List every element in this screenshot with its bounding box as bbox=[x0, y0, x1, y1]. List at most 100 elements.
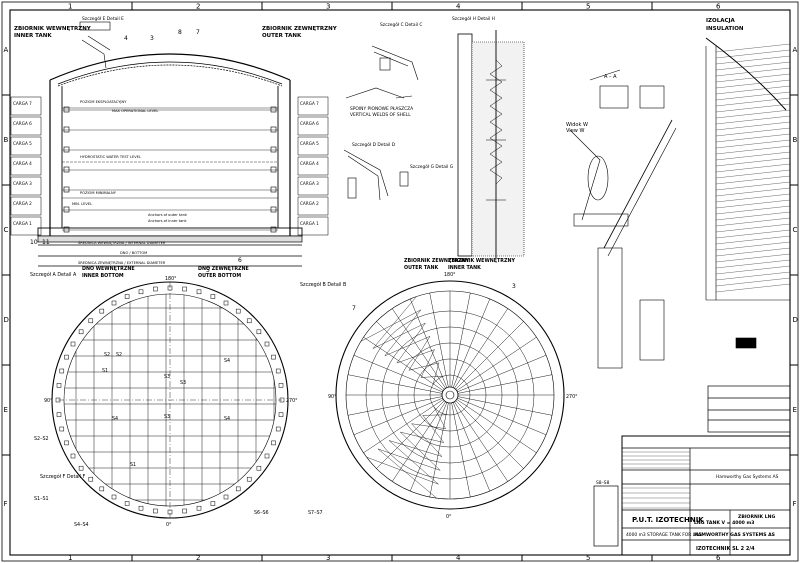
detail-a-label: Szczegół A Detail A bbox=[30, 271, 77, 278]
shell-stiffener bbox=[270, 146, 277, 153]
outer-tank-title: ZBIORNIK ZEWNĘTRZNY bbox=[262, 26, 338, 32]
view-w-label: Widok W bbox=[566, 122, 588, 128]
note-min-level-pl: POZIOM MINIMALNY bbox=[80, 191, 117, 195]
grid-row-e: E bbox=[4, 406, 8, 414]
rim-anchor bbox=[153, 508, 158, 514]
roof-bracing bbox=[432, 362, 440, 385]
grid-row-b: B bbox=[4, 136, 9, 144]
roof-bracing bbox=[384, 309, 422, 356]
shell-stiffener bbox=[270, 166, 277, 173]
bottom-angle-180: 180° bbox=[165, 276, 177, 282]
inner-tank-title: ZBIORNIK WEWNĘTRZNY bbox=[14, 26, 92, 32]
bottom-angle-270: 270° bbox=[286, 398, 298, 404]
roof-rafter bbox=[363, 337, 444, 391]
project-title: 4000 m3 STORAGE TANK FOR LNG bbox=[626, 532, 702, 538]
roof-bracing bbox=[377, 448, 441, 471]
outer-course-1-label: CARGA 1 bbox=[300, 221, 319, 226]
outer-bottom-label: DNO ZEWNĘTRZNE bbox=[198, 266, 249, 272]
rim-anchor bbox=[56, 412, 62, 417]
course-4-label: CARGA 4 bbox=[13, 161, 32, 166]
note-hydrostatic: HYDROSTATIC WATER TEST LEVEL bbox=[80, 155, 141, 159]
plate-s2-a: S2 bbox=[104, 352, 110, 358]
roof-bracing bbox=[396, 349, 435, 364]
course-6-label: CARGA 6 bbox=[13, 121, 32, 126]
outer-course-label-box bbox=[297, 96, 329, 116]
bottom-angle-90: 90° bbox=[44, 398, 53, 404]
roof-rafter bbox=[353, 354, 443, 393]
insulation-hatch-line bbox=[715, 91, 791, 101]
shell-stiffener bbox=[270, 226, 277, 233]
insulation-label: IZOLACJA bbox=[706, 18, 736, 24]
shell-stiffener bbox=[270, 186, 277, 193]
insulation-hatch-line bbox=[715, 229, 791, 239]
grid-col-3-bottom: 3 bbox=[326, 554, 330, 562]
insulation-hatch-line bbox=[715, 211, 791, 221]
detail-h-label: Szczegół H Detail H bbox=[452, 15, 495, 22]
roof-rafter bbox=[451, 402, 471, 498]
insulation-hatch-line bbox=[715, 187, 791, 197]
details-strip bbox=[79, 21, 791, 369]
roof-bracing bbox=[372, 322, 426, 349]
roof-bracing bbox=[408, 362, 440, 371]
insulation-hatch-line bbox=[715, 97, 791, 107]
outer-course-3-label: CARGA 3 bbox=[300, 181, 319, 186]
section-s2-s2: S2–S2 bbox=[34, 436, 49, 442]
view-w-label-en: View W bbox=[566, 128, 584, 134]
insulation-hatch-line bbox=[715, 73, 791, 83]
course-1-label: CARGA 1 bbox=[13, 221, 32, 226]
shell-stiffener bbox=[63, 146, 70, 153]
outer-course-label-box bbox=[297, 176, 329, 196]
grid-col-2-bottom: 2 bbox=[196, 554, 200, 562]
roof-bracing bbox=[422, 414, 448, 416]
outer-course-4-label: CARGA 4 bbox=[300, 161, 319, 166]
callout-10: 10 bbox=[30, 239, 38, 246]
insulation-hatch-line bbox=[715, 223, 791, 233]
roof-rafter bbox=[454, 401, 508, 482]
insulation-hatch-line bbox=[715, 163, 791, 173]
plate-s1-a: S1 bbox=[102, 368, 108, 374]
roof-angle-0: 0° bbox=[446, 514, 451, 520]
rim-anchor bbox=[99, 486, 105, 492]
rim-anchor bbox=[70, 341, 76, 347]
rim-anchor bbox=[124, 294, 130, 299]
rim-anchor bbox=[271, 440, 276, 446]
insulation-hatch-line bbox=[715, 49, 791, 59]
callout-4: 4 bbox=[124, 35, 128, 42]
title-pl: ZBIORNIK LNG bbox=[738, 514, 775, 520]
course-label-box bbox=[10, 136, 42, 156]
insulation-hatch-line bbox=[715, 283, 791, 293]
grid-labels: 1 2 3 4 5 6 1 2 3 4 5 6 A B C D E F A B … bbox=[4, 3, 798, 563]
note-min-level: MIN. LEVEL bbox=[72, 202, 92, 206]
section-s8-s8: S8–S8 bbox=[596, 480, 610, 486]
rim-anchor bbox=[223, 300, 229, 306]
note-anchors-outer: Anchors of outer tank bbox=[148, 213, 188, 217]
course-label-box bbox=[10, 96, 42, 116]
rim-anchor bbox=[111, 494, 117, 500]
insulation-hatch-line bbox=[715, 271, 791, 281]
roof-rafter bbox=[455, 400, 524, 469]
outer-course-label-box bbox=[297, 216, 329, 236]
vertical-welds-label-en: VERTICAL WELDS OF SHELL bbox=[350, 112, 411, 118]
tank-section-notes: POZIOM EKSPLOATACYJNY MAX OPERATIONAL LE… bbox=[72, 100, 188, 265]
roof-bracing bbox=[372, 296, 417, 349]
section-aa-label: A – A bbox=[604, 74, 617, 80]
tank-course-labels: CARGA 7 CARGA 6 CARGA 5 CARGA 4 CARGA 3 … bbox=[10, 96, 329, 236]
course-5-label: CARGA 5 bbox=[13, 141, 32, 146]
course-2-label: CARGA 2 bbox=[13, 201, 32, 206]
insulation-hatch-line bbox=[715, 85, 791, 95]
drawing-number: IZOTECHNIK SL 2 2/4 bbox=[696, 546, 755, 552]
roof-rafter bbox=[363, 399, 444, 453]
detail-f-label: Szczegół F Detail F bbox=[40, 473, 85, 480]
outer-course-2-label: CARGA 2 bbox=[300, 201, 319, 206]
rim-anchor bbox=[56, 383, 62, 388]
insulation-hatch-line bbox=[715, 79, 791, 89]
callout-8: 8 bbox=[178, 29, 182, 36]
insulation-hatch-line bbox=[715, 169, 791, 179]
plate-s3-b: S3 bbox=[180, 380, 186, 386]
callout-7: 7 bbox=[196, 29, 200, 36]
roof-angle-270: 270° bbox=[566, 394, 578, 400]
note-anchors-inner: Anchors of inner tank bbox=[148, 219, 188, 223]
detail-d-label: Szczegół D Detail D bbox=[352, 141, 396, 148]
